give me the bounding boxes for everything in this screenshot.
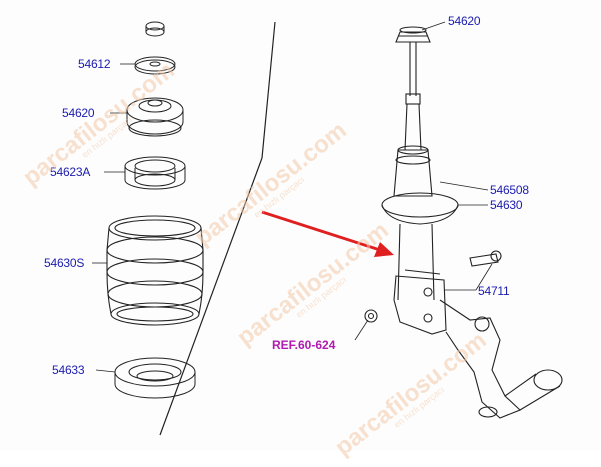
label-54630-right[interactable]: 54630 [490, 198, 523, 212]
leader-lines-left [92, 63, 135, 373]
parts-diagram: 54612 54620 54623A 54630S 54633 54620 54… [18, 14, 563, 462]
diagram-drawing [92, 21, 563, 436]
bearing-part [124, 156, 186, 190]
label-54633[interactable]: 54633 [52, 363, 85, 377]
divider-line-top [261, 21, 276, 159]
spring-seat-part [114, 357, 196, 399]
reference-label[interactable]: REF.60-624 [272, 338, 336, 352]
label-54620[interactable]: 54620 [62, 106, 95, 120]
strut-mount-part [126, 97, 184, 137]
washer-part [134, 56, 176, 75]
label-54711[interactable]: 54711 [478, 284, 510, 298]
label-546508[interactable]: 546508 [490, 183, 529, 197]
label-54630s[interactable]: 54630S [44, 256, 85, 270]
label-54612[interactable]: 54612 [78, 57, 111, 71]
divider-line-bottom [159, 157, 263, 436]
coil-spring-part [106, 215, 204, 326]
highlight-arrow [261, 210, 394, 257]
leader-lines-right [354, 21, 493, 341]
top-nut-part [145, 21, 165, 37]
strut-assembly [364, 26, 563, 419]
label-54623a[interactable]: 54623A [50, 165, 91, 179]
label-top-right[interactable]: 54620 [448, 14, 481, 28]
